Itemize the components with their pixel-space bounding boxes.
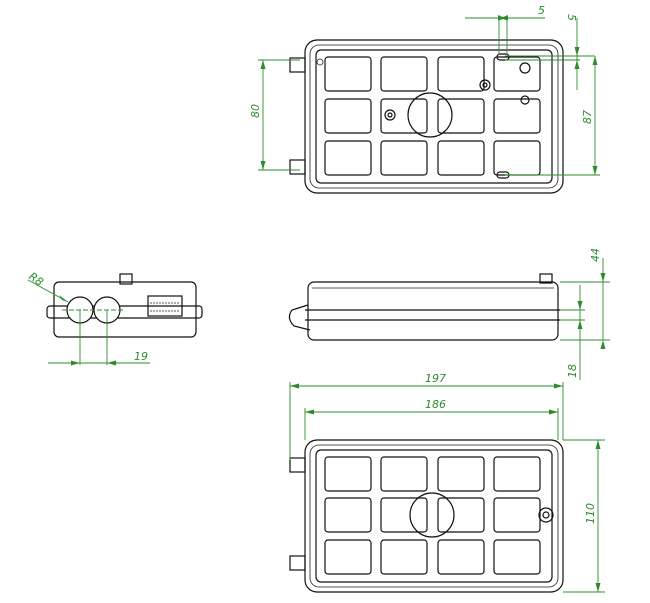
dimension-arrowhead <box>554 383 563 389</box>
grid-cell <box>380 140 428 176</box>
dimension-arrowhead <box>600 340 606 349</box>
dim-side-hole-pitch: 19 <box>134 350 148 363</box>
grid-cell <box>324 497 372 533</box>
dimension-arrowhead <box>577 301 583 310</box>
grid-cell <box>324 140 372 176</box>
grid-cell <box>437 140 485 176</box>
top-view <box>289 39 564 194</box>
grid-cell <box>493 140 541 176</box>
grid-cell <box>493 456 541 492</box>
dim-top-right-height: 87 <box>581 110 594 124</box>
grid-cell <box>324 539 372 575</box>
dimension-arrowhead <box>595 583 601 592</box>
dimension-arrowhead <box>290 383 299 389</box>
grid-cell <box>324 456 372 492</box>
dimension-arrowhead <box>59 295 68 302</box>
dim-side-radius: R8 <box>26 270 45 289</box>
grid-cell <box>437 539 485 575</box>
dimension-arrowhead <box>260 60 266 69</box>
dim-overall-width: 197 <box>425 372 446 385</box>
dimension-arrowhead <box>498 15 507 21</box>
grid-cell <box>493 98 541 134</box>
grid-cell <box>493 56 541 92</box>
dimension-arrowhead <box>574 47 580 56</box>
dim-bottom-height: 110 <box>584 503 597 524</box>
grid-cell <box>437 497 485 533</box>
dimension-arrowhead <box>595 440 601 449</box>
dim-front-ledge: 18 <box>566 364 579 378</box>
grid-cell <box>380 98 428 134</box>
side-view <box>46 273 203 338</box>
grid-cell <box>324 56 372 92</box>
grid-cell <box>493 497 541 533</box>
grid-cell <box>380 497 428 533</box>
dimension-arrowhead <box>600 273 606 282</box>
dimension-arrowhead <box>592 56 598 65</box>
dimensions: 5 5 87 80 R8 19 44 18 197 186 <box>26 4 610 593</box>
dim-top-slot-height: 5 <box>565 14 578 21</box>
dimension-arrowhead <box>577 320 583 329</box>
grid-cell <box>437 456 485 492</box>
grid-cell <box>437 98 485 134</box>
dimension-arrowhead <box>549 409 558 415</box>
dimension-arrowhead <box>574 60 580 69</box>
dimension-arrowhead <box>107 360 116 366</box>
grid-cell <box>493 539 541 575</box>
grid-cell <box>380 56 428 92</box>
dimension-arrowhead <box>260 161 266 170</box>
dimension-arrowhead <box>71 360 80 366</box>
dim-inner-width: 186 <box>425 398 446 411</box>
grid-cell <box>324 98 372 134</box>
dimension-arrowhead <box>592 166 598 175</box>
grid-cell <box>437 56 485 92</box>
grid-cell <box>380 456 428 492</box>
dim-top-slot-width: 5 <box>538 4 545 17</box>
dim-top-left-height: 80 <box>249 104 262 118</box>
bottom-view <box>289 439 564 593</box>
grid-cell <box>380 539 428 575</box>
front-view <box>288 273 560 341</box>
dim-front-height: 44 <box>589 248 602 262</box>
dimension-arrowhead <box>305 409 314 415</box>
